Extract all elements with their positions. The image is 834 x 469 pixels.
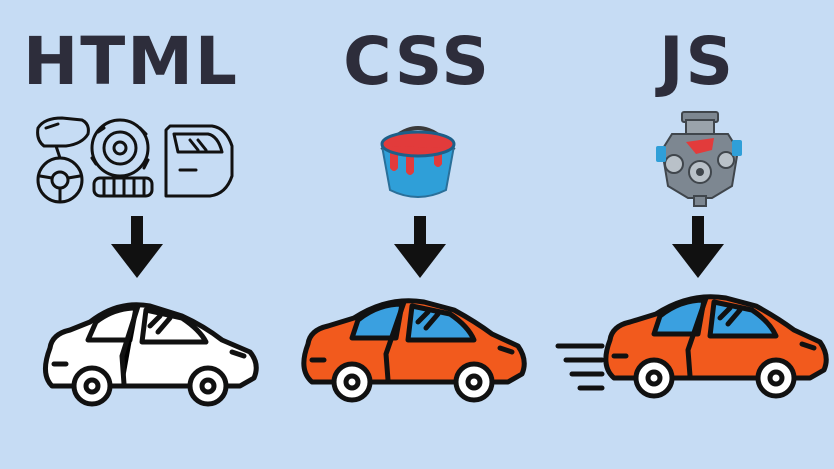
- title-js: JS: [658, 23, 736, 100]
- title-html: HTML: [23, 23, 239, 100]
- car-colored-icon: [301, 298, 527, 403]
- column-css: CSS: [278, 0, 556, 469]
- arrow-down-icon: [394, 216, 446, 278]
- car-outline-icon: [43, 302, 259, 407]
- column-html: HTML: [0, 0, 278, 469]
- car-parts-outline-icon: [36, 116, 234, 204]
- arrow-down-icon: [111, 216, 163, 278]
- car-moving-icon: [555, 294, 829, 399]
- engine-icon: [656, 111, 742, 207]
- arrow-down-icon: [672, 216, 724, 278]
- column-js: JS: [555, 0, 834, 469]
- paint-bucket-icon: [380, 126, 456, 198]
- title-css: CSS: [343, 23, 491, 100]
